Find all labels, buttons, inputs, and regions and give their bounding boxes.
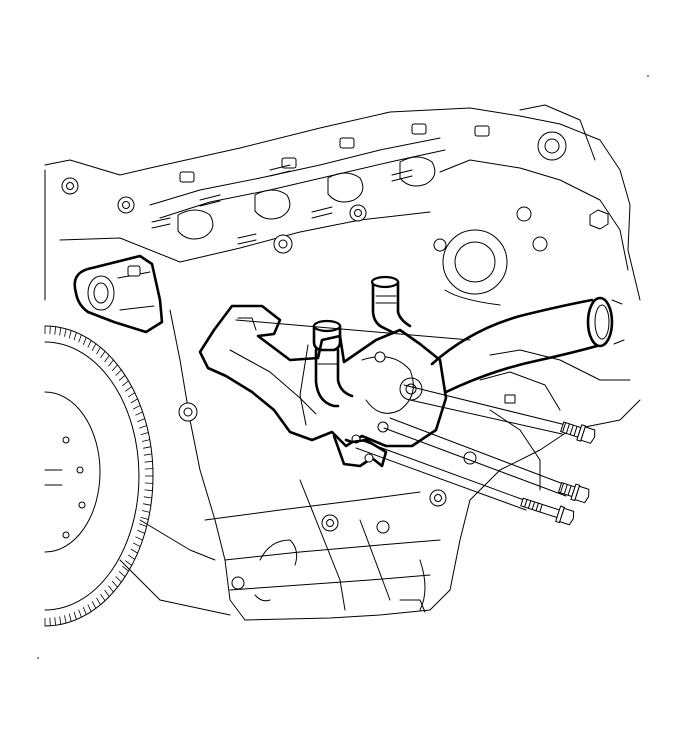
flywheel-tooth (87, 340, 92, 348)
flywheel-tooth (104, 355, 110, 363)
exhaust-ports (177, 156, 436, 240)
flywheel-tooth (127, 554, 136, 560)
flywheel-tooth (141, 510, 150, 513)
flywheel-tooth (100, 593, 106, 601)
oil-pan (119, 519, 298, 616)
cylinder-block (169, 309, 641, 621)
bolt-3 (520, 497, 575, 526)
flywheel-tooth (111, 364, 118, 372)
flywheel-tooth (115, 369, 122, 376)
flywheel-tooth (130, 548, 138, 554)
flywheel-tooth (135, 536, 143, 541)
flywheel-tooth (73, 332, 77, 341)
coolant-pipe (312, 275, 412, 468)
flywheel-tooth (108, 585, 114, 593)
flywheel-tooth (68, 613, 72, 622)
flywheel-tooth (118, 375, 126, 381)
alignment-lines (235, 319, 567, 511)
flywheel (44, 325, 154, 627)
flywheel-tooth (87, 604, 92, 612)
water-outlet-housing (198, 304, 448, 448)
flywheel-tooth (78, 334, 82, 343)
stray-mark (37, 657, 39, 659)
flywheel-tooth (141, 439, 150, 442)
flywheel-tooth (64, 615, 67, 624)
thermostat-housing (73, 254, 164, 334)
flywheel-tooth (91, 343, 97, 351)
flywheel-tooth (122, 565, 129, 572)
cylinder-head (44, 107, 641, 301)
exhaust-studs (151, 164, 413, 245)
flywheel-tooth (115, 576, 122, 583)
flywheel-tooth (137, 418, 145, 423)
flywheel-tooth (139, 425, 147, 429)
flywheel-tooth (135, 411, 143, 416)
flywheel-tooth (127, 392, 136, 398)
flywheel-tooth (73, 611, 77, 620)
head-bolts (179, 123, 490, 183)
flywheel-tooth (118, 571, 126, 577)
flywheel-tooth (144, 489, 153, 492)
flywheel-tooth (82, 337, 87, 345)
front-cover (433, 104, 629, 306)
flywheel-tooth (137, 529, 145, 534)
flywheel-tooth (54, 617, 56, 626)
bolt-2 (557, 481, 590, 504)
flywheel-tooth (143, 453, 152, 456)
flywheel-tooth (111, 580, 118, 588)
coolant-hose (430, 296, 625, 394)
flywheel-tooth (143, 503, 151, 506)
flywheel-tooth (54, 326, 56, 335)
flywheel-tooth (104, 589, 110, 597)
flywheel-tooth (122, 380, 129, 387)
flywheel-tooth (140, 432, 149, 436)
flywheel-tooth (139, 523, 147, 527)
flywheel-tooth (143, 446, 151, 449)
bolt-1 (560, 421, 596, 444)
flywheel-tooth (125, 560, 132, 566)
mounting-bolts (520, 421, 596, 526)
flywheel-tooth (64, 328, 67, 337)
flywheel-tooth (143, 496, 152, 499)
flywheel-tooth (125, 386, 132, 392)
flywheel-tooth (100, 351, 106, 359)
flywheel-tooth (133, 542, 141, 548)
flywheel-tooth (91, 601, 97, 609)
flywheel-tooth (130, 398, 138, 404)
flywheel-tooth (78, 609, 82, 618)
flywheel-tooth (144, 460, 153, 463)
flywheel-tooth (108, 359, 114, 367)
flywheel-tooth (96, 597, 101, 605)
flywheel-tooth (59, 616, 62, 625)
flywheel-tooth (96, 347, 101, 355)
flywheel-tooth (140, 516, 149, 520)
flywheel-tooth (82, 607, 87, 615)
stray-mark (647, 75, 649, 77)
flywheel-teeth (44, 326, 153, 626)
flywheel-tooth (133, 404, 141, 410)
flywheel-tooth (68, 330, 72, 339)
flywheel-tooth (59, 327, 62, 336)
